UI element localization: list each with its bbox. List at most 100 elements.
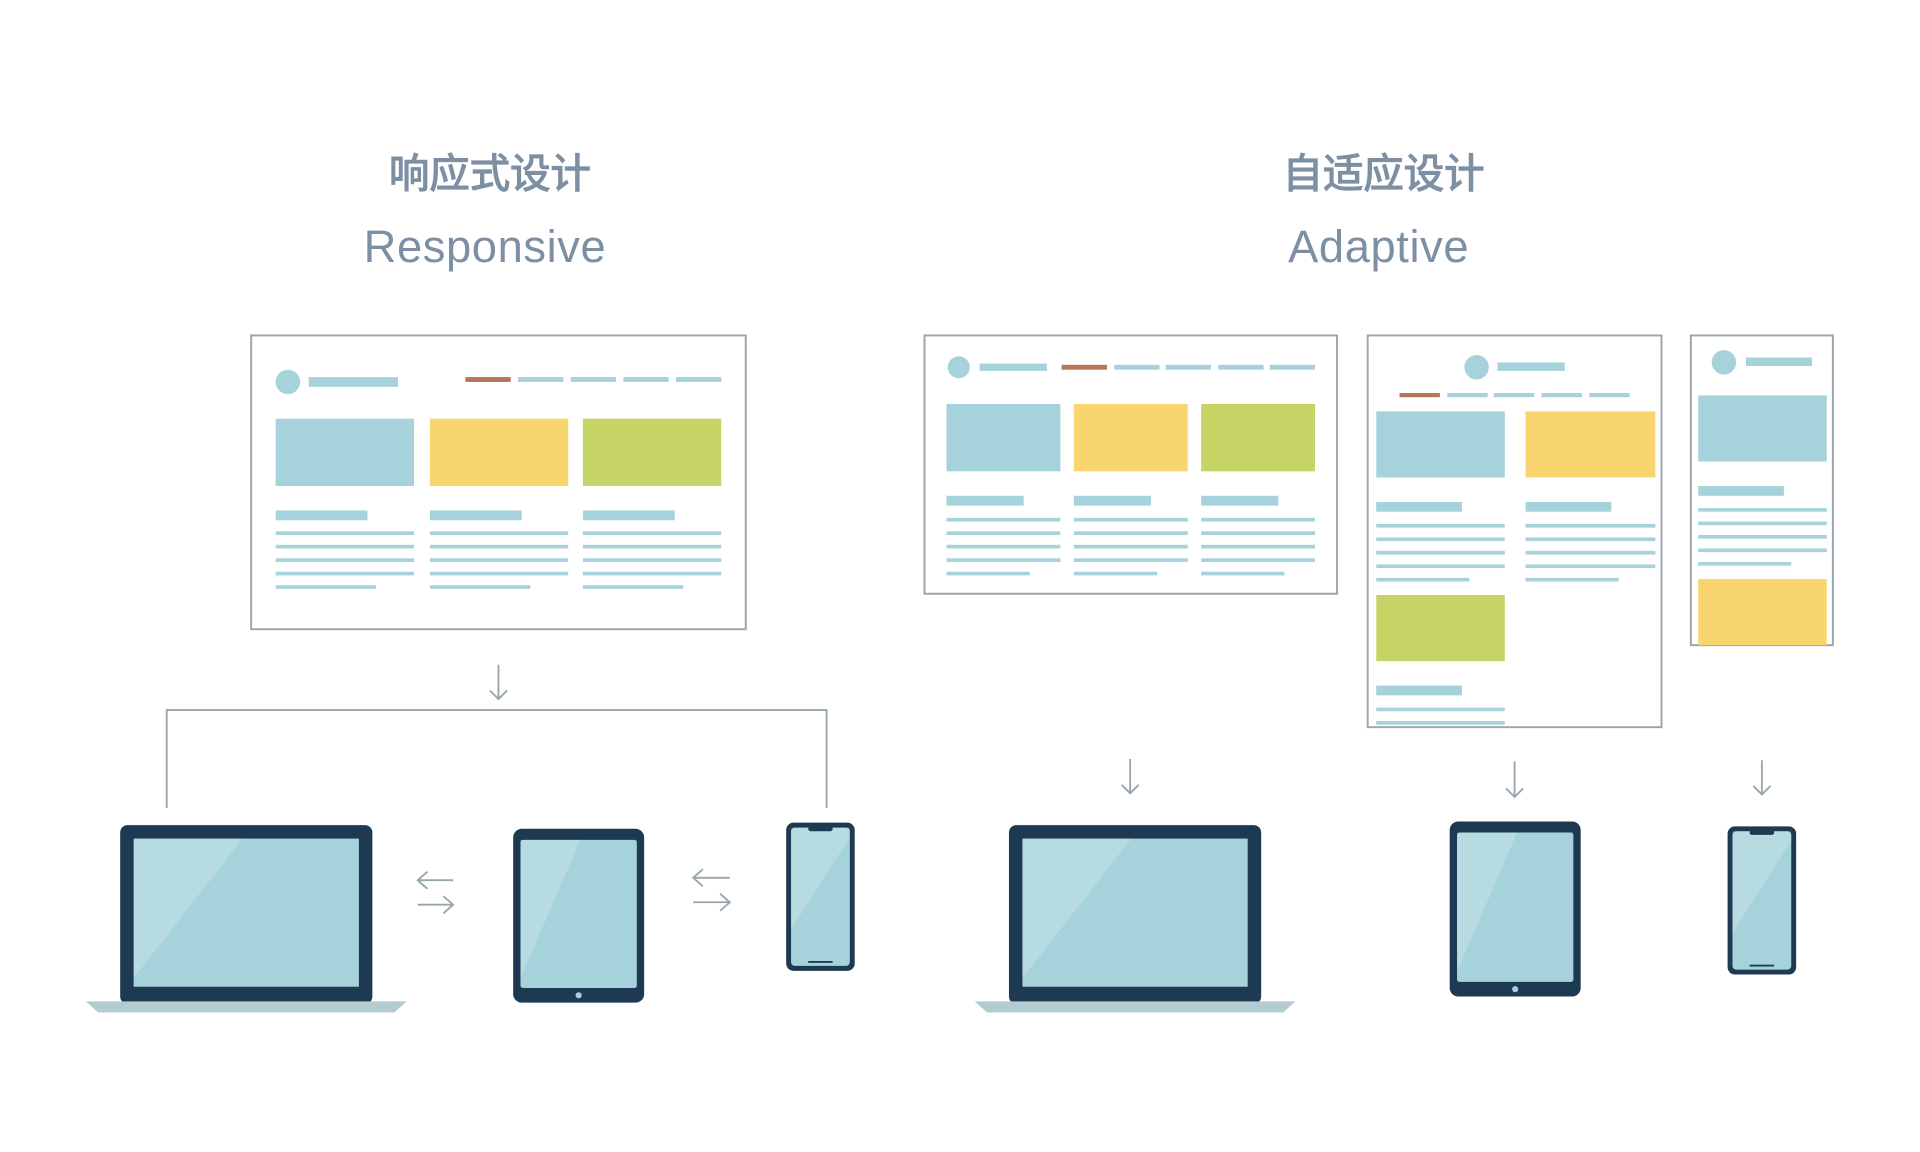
page-frame — [1366, 334, 1663, 729]
text-line-placeholder — [1698, 521, 1827, 526]
nav-item — [1493, 392, 1535, 398]
image-block — [1376, 594, 1505, 662]
text-line-placeholder — [1073, 531, 1188, 535]
nav-item-active — [1061, 364, 1107, 370]
text-line-placeholder — [1698, 508, 1827, 512]
text-line-placeholder — [1073, 544, 1188, 549]
arrow-left-head — [416, 870, 429, 890]
arrow-left-head — [691, 868, 704, 888]
screen-glare — [791, 827, 850, 930]
laptop-base — [974, 1001, 1296, 1013]
text-line-placeholder — [1073, 517, 1188, 522]
heading-placeholder — [429, 510, 522, 521]
nav-item — [570, 377, 616, 382]
logo-placeholder — [275, 369, 301, 395]
heading-placeholder — [1698, 486, 1784, 496]
laptop-icon — [974, 825, 1296, 1013]
text-line-placeholder — [1698, 534, 1827, 539]
text-line-placeholder — [1376, 550, 1505, 555]
responsive-wireframe-desktop — [250, 334, 747, 631]
arrow-right-head — [442, 895, 455, 914]
arrow-head — [489, 689, 508, 701]
arrow-head — [1505, 787, 1524, 799]
text-line-placeholder — [275, 571, 414, 576]
phone-icon — [786, 822, 855, 971]
text-line-placeholder — [275, 531, 414, 535]
text-line-placeholder — [582, 571, 722, 576]
image-block — [1698, 579, 1827, 646]
text-line-placeholder — [275, 544, 414, 549]
nav-item — [518, 377, 564, 382]
nav-item — [675, 377, 722, 382]
phone-notch — [1749, 830, 1775, 835]
heading-placeholder — [946, 495, 1024, 506]
text-line-placeholder — [429, 571, 569, 576]
tablet-home-button — [575, 992, 582, 999]
adaptive-wireframe-desktop — [923, 334, 1339, 595]
screen-glare — [1022, 838, 1132, 979]
adaptive-title-cn: 自适应设计 — [1283, 150, 1485, 197]
heading-placeholder — [1525, 501, 1612, 512]
tablet-home-button — [1512, 986, 1519, 993]
heading-placeholder — [1376, 685, 1462, 696]
tablet-screen — [1457, 832, 1574, 982]
nav-item — [623, 377, 669, 382]
text-line-placeholder — [1698, 561, 1792, 566]
down-arrow-icon — [1752, 760, 1772, 796]
adaptive-wireframe-tablet — [1366, 334, 1663, 729]
responsive-title-cn: 响应式设计 — [389, 150, 591, 197]
heading-placeholder — [1376, 501, 1462, 512]
image-block — [582, 418, 722, 487]
down-arrow-icon — [1505, 761, 1524, 799]
adaptive-title-en: Adaptive — [1288, 221, 1469, 272]
diagram-artwork — [85, 334, 1834, 1013]
text-line-placeholder — [946, 571, 1030, 576]
image-block — [275, 418, 414, 487]
responsive-connectors — [165, 709, 828, 808]
laptop-screen — [133, 838, 359, 987]
phone-screen — [1732, 831, 1792, 970]
text-line-placeholder — [1525, 564, 1656, 569]
laptop-base — [85, 1001, 407, 1013]
phone-home-indicator — [808, 961, 833, 963]
screen-glare — [133, 838, 243, 979]
text-line-placeholder — [946, 531, 1061, 535]
logo-placeholder — [947, 356, 970, 379]
text-line-placeholder — [946, 544, 1061, 549]
text-line-placeholder — [1376, 523, 1505, 528]
down-arrow-icon — [489, 664, 508, 701]
down-arrow-icon — [1120, 759, 1140, 795]
text-line-placeholder — [1376, 721, 1505, 725]
text-line-placeholder — [429, 531, 569, 535]
text-line-placeholder — [1525, 537, 1656, 542]
text-line-placeholder — [429, 558, 569, 562]
heading-placeholder — [275, 510, 368, 521]
text-line-placeholder — [1698, 548, 1827, 553]
text-line-placeholder — [582, 585, 684, 589]
nav-item — [1165, 364, 1211, 370]
phone-icon — [1727, 826, 1797, 975]
site-title-placeholder — [979, 363, 1047, 371]
nav-item-active — [465, 377, 511, 382]
phone-home-indicator — [1749, 964, 1775, 967]
nav-item — [1589, 392, 1630, 398]
site-title-placeholder — [1745, 357, 1813, 367]
site-title-placeholder — [1497, 362, 1565, 371]
phone-screen — [791, 827, 850, 966]
swap-arrows-icon — [416, 870, 455, 914]
text-line-placeholder — [582, 558, 722, 562]
text-line-placeholder — [275, 558, 414, 562]
adaptive-wireframe-phone — [1689, 334, 1834, 647]
nav-item — [1218, 364, 1264, 370]
arrow-head — [1752, 785, 1772, 796]
distribution-bracket — [165, 709, 828, 808]
text-line-placeholder — [1525, 523, 1656, 528]
responsive-title-en: Responsive — [364, 221, 607, 272]
nav-item — [1114, 364, 1160, 370]
text-line-placeholder — [946, 558, 1061, 562]
text-line-placeholder — [1376, 537, 1505, 542]
text-line-placeholder — [1073, 571, 1158, 576]
screen-glare — [1732, 831, 1792, 934]
text-line-placeholder — [946, 517, 1061, 522]
